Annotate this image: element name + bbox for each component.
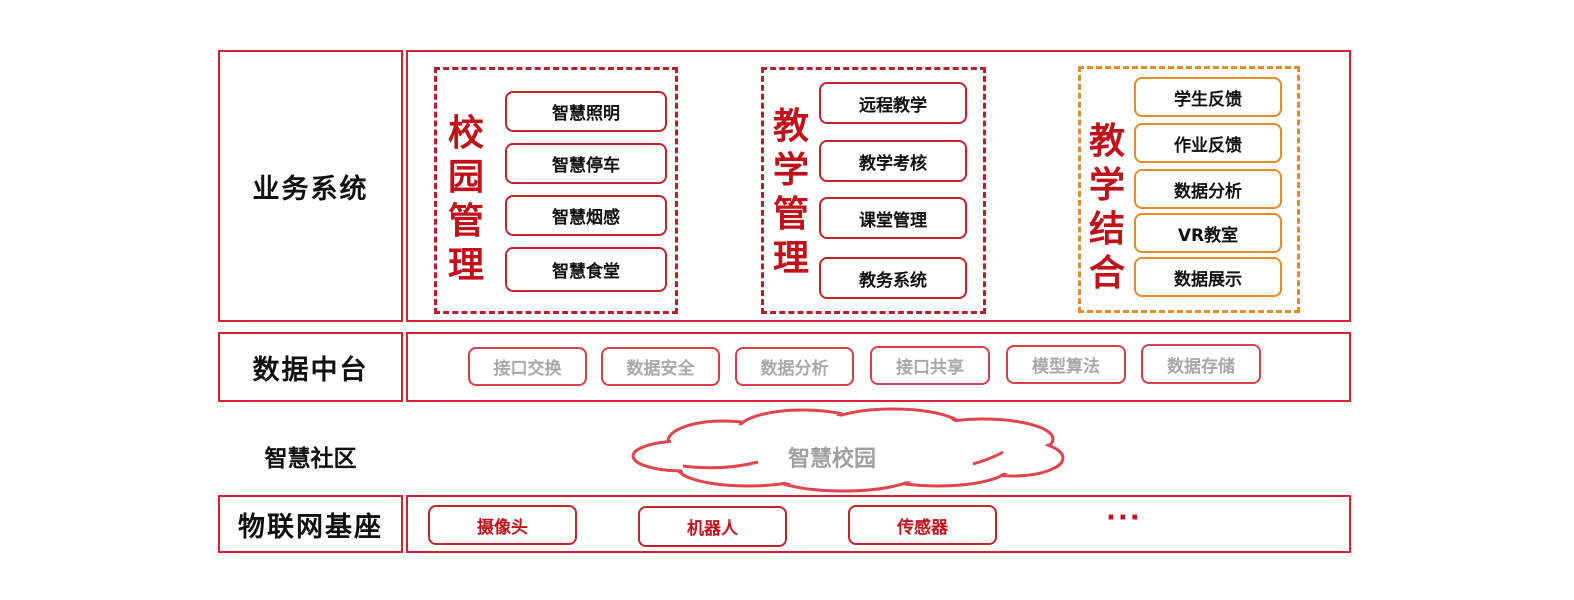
row-label-business: 业务系统 bbox=[218, 50, 403, 322]
pill-smart-lighting[interactable]: 智慧照明 bbox=[505, 91, 667, 132]
cloud-label: 智慧校园 bbox=[788, 447, 877, 472]
row-label-community: 智慧社区 bbox=[218, 436, 403, 476]
pill-smart-parking[interactable]: 智慧停车 bbox=[505, 143, 667, 184]
group-teaching-combined bbox=[1078, 66, 1300, 313]
pill-interface-sharing[interactable]: 接口共享 bbox=[870, 346, 990, 385]
pill-camera[interactable]: 摄像头 bbox=[428, 505, 577, 545]
pill-student-feedback[interactable]: 学生反馈 bbox=[1134, 77, 1282, 117]
pill-teaching-assessment[interactable]: 教学考核 bbox=[819, 140, 967, 182]
pill-smart-smoke[interactable]: 智慧烟感 bbox=[505, 195, 667, 236]
row-label-business-text: 业务系统 bbox=[252, 173, 369, 205]
pill-remote-teaching[interactable]: 远程教学 bbox=[819, 82, 967, 124]
pill-data-security[interactable]: 数据安全 bbox=[601, 347, 720, 386]
group-combined-title: 教学结合 bbox=[1088, 121, 1125, 294]
pill-homework-feedback[interactable]: 作业反馈 bbox=[1134, 123, 1282, 163]
row-label-data-platform: 数据中台 bbox=[218, 332, 403, 402]
group-campus-title: 校园管理 bbox=[447, 113, 484, 286]
more-ellipsis: ··· bbox=[1106, 503, 1142, 533]
group-teaching-management bbox=[761, 67, 986, 314]
cloud-icon bbox=[631, 407, 1065, 493]
pill-interface-exchange[interactable]: 接口交换 bbox=[468, 347, 587, 386]
pill-classroom-management[interactable]: 课堂管理 bbox=[819, 197, 967, 239]
pill-data-storage[interactable]: 数据存储 bbox=[1141, 344, 1261, 384]
pill-academic-affairs[interactable]: 教务系统 bbox=[819, 257, 967, 299]
pill-data-analysis[interactable]: 数据分析 bbox=[1134, 169, 1282, 209]
pill-data-display[interactable]: 数据展示 bbox=[1134, 257, 1282, 297]
row-label-data-platform-text: 数据中台 bbox=[252, 354, 369, 386]
pill-smart-canteen[interactable]: 智慧食堂 bbox=[505, 247, 667, 292]
pill-model-algorithm[interactable]: 模型算法 bbox=[1006, 345, 1126, 384]
row-label-iot-text: 物联网基座 bbox=[238, 511, 383, 543]
group-campus-management bbox=[434, 67, 678, 314]
pill-robot[interactable]: 机器人 bbox=[638, 506, 787, 547]
pill-sensor[interactable]: 传感器 bbox=[848, 505, 997, 545]
pill-data-platform-analysis[interactable]: 数据分析 bbox=[735, 347, 854, 386]
pill-vr-classroom[interactable]: VR教室 bbox=[1134, 213, 1282, 253]
row-label-iot: 物联网基座 bbox=[218, 495, 403, 553]
group-teaching-title: 教学管理 bbox=[772, 106, 809, 279]
row-label-community-text: 智慧社区 bbox=[264, 446, 357, 472]
